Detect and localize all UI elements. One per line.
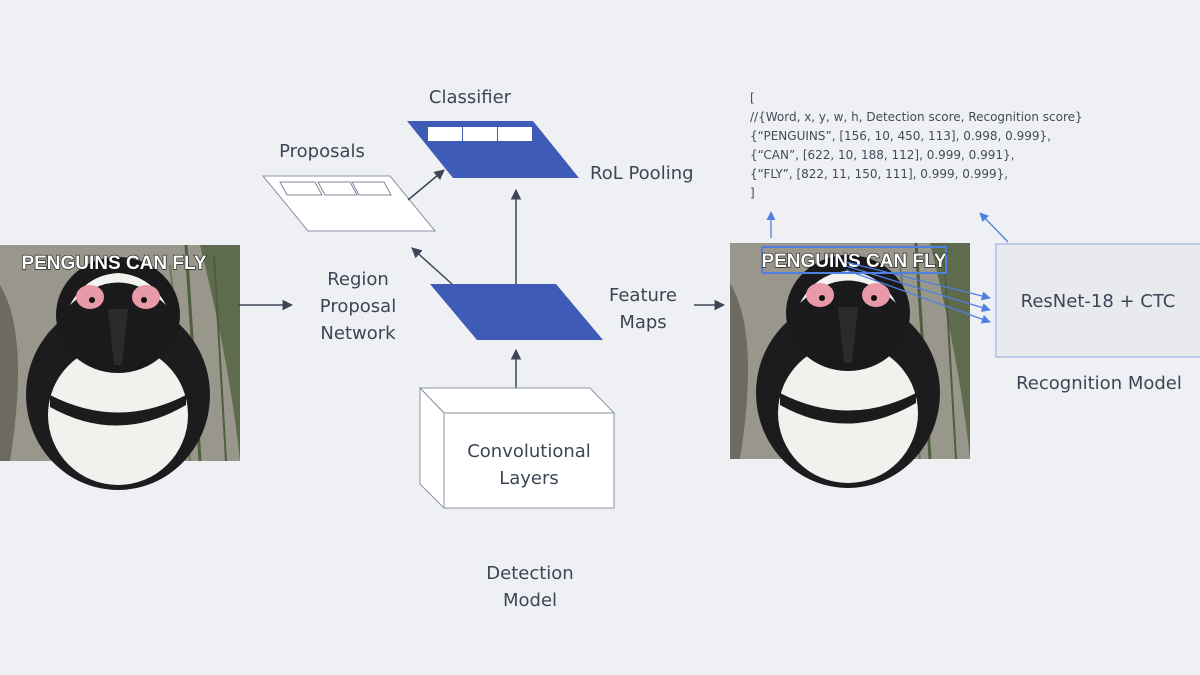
- rpn-label-line2: Proposal: [320, 296, 396, 317]
- feature-map-layer: [430, 284, 603, 340]
- arrow-recognition-to-output: [979, 212, 1009, 243]
- output-json-line: ]: [750, 186, 755, 200]
- feature-maps-label-line1: Feature: [609, 285, 677, 306]
- output-json-line: //{Word, x, y, w, h, Detection score, Re…: [750, 110, 1083, 124]
- rpn-label-line3: Network: [320, 323, 396, 344]
- output-json-line: [: [750, 91, 755, 105]
- recognition-model-box: ResNet-18 + CTC: [995, 243, 1200, 358]
- classifier-label: Classifier: [429, 87, 512, 108]
- detection-model-label-line1: Detection: [486, 563, 573, 584]
- output-json: [ //{Word, x, y, w, h, Detection score, …: [750, 91, 1083, 200]
- conv-label-line1: Convolutional: [467, 441, 591, 462]
- conv-label-line2: Layers: [499, 468, 559, 489]
- rpn-label-line1: Region: [327, 269, 389, 290]
- input-image-caption: PENGUINS CAN FLY: [21, 253, 206, 274]
- output-json-line: {“PENGUINS”, [156, 10, 450, 113], 0.998,…: [750, 129, 1051, 143]
- feature-maps-label-line2: Maps: [619, 312, 666, 333]
- arrow-proposals-to-classifier: [407, 169, 445, 201]
- arrow-featuremap-to-proposals: [411, 247, 453, 285]
- input-image: PENGUINS CAN FLY: [0, 243, 242, 492]
- proposals-label: Proposals: [279, 141, 365, 162]
- detection-to-recognition-lines: [845, 261, 991, 324]
- proposals-layer: [261, 175, 437, 232]
- resnet-label: ResNet-18 + CTC: [1021, 291, 1176, 312]
- conv-layers-box: Convolutional Layers: [418, 386, 616, 510]
- detected-image: PENGUINS CAN FLY: [728, 241, 972, 490]
- detected-image-caption: PENGUINS CAN FLY: [761, 251, 946, 272]
- recognition-model-label: Recognition Model: [1016, 373, 1182, 394]
- classifier-layer: [407, 121, 579, 178]
- roi-pooling-label: RoL Pooling: [590, 163, 694, 184]
- output-json-line: {“CAN”, [622, 10, 188, 112], 0.999, 0.99…: [750, 148, 1014, 162]
- detection-model-label-line2: Model: [503, 590, 557, 611]
- output-json-line: {“FLY”, [822, 11, 150, 111], 0.999, 0.99…: [750, 167, 1008, 181]
